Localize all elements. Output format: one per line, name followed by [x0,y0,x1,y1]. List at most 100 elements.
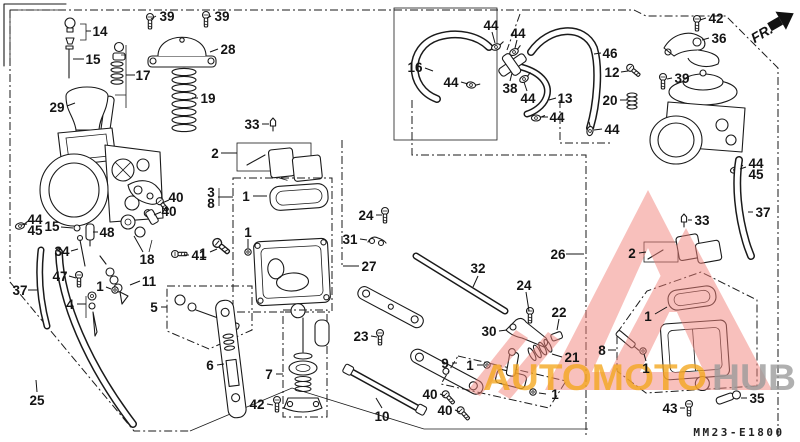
screw-12 [624,62,643,79]
part-callout-9: 9 [441,356,449,371]
diagram-border [3,3,779,437]
part-callout-21: 21 [564,350,580,365]
leader-line-44 [514,39,518,49]
clamp-44-c [465,80,481,90]
vacuum-piston-29 [65,86,109,153]
part-callout-40: 40 [161,204,176,219]
watermark-stripe-b [498,332,560,399]
part-callout-1: 1 [244,225,252,240]
leader-line-1 [654,306,668,315]
leader-line-1 [643,353,647,362]
leader-line-34 [70,248,79,252]
clamp-44-e [530,114,546,122]
part-callout-1: 1 [199,246,207,261]
part-callout-16: 16 [407,60,423,75]
part-callout-37: 37 [755,205,770,220]
valve-parts-18 [120,209,159,253]
screw-23 [375,328,385,346]
part-callout-15: 15 [44,219,60,234]
part-callout-34: 34 [54,244,70,259]
hose-16-box [393,7,498,141]
part-callout-24: 24 [358,208,374,223]
border-right [633,9,779,437]
top-right-group [649,14,755,260]
leader-line-39 [150,15,157,20]
tube-48 [85,223,95,247]
part-callout-48: 48 [99,225,115,240]
part-callout-30: 30 [481,324,496,339]
watermark-triangle-large [545,190,751,390]
part-callout-28: 28 [220,42,236,57]
part-callout-41: 41 [191,248,207,263]
needle-set-14 [64,17,87,45]
part-callout-38: 38 [502,81,518,96]
air-vent-hose-16 [410,30,493,103]
drain-tube-37-right [733,156,755,260]
leader-line-31 [359,238,368,241]
part-callout-44: 44 [510,26,526,41]
leader-line-18 [133,235,144,253]
part-callout-27: 27 [361,259,376,274]
connecting-rod-32 [412,252,509,315]
part-callout-39: 39 [214,9,229,24]
diaphragm-cover-28 [147,36,217,68]
part-callout-44: 44 [520,91,536,106]
screw-39-right [201,10,211,28]
watermark-logo [468,190,772,399]
part-callout-44: 44 [748,156,764,171]
fr-arrow-head [775,11,794,30]
leader-line-36 [701,37,710,41]
hose-group-top [393,7,643,141]
part-callout-15: 15 [85,52,101,67]
part-callout-46: 46 [602,46,618,61]
pin-2-left [246,154,266,166]
part-callout-11: 11 [142,274,157,289]
washer-1-left [111,286,119,294]
screw-24-top [380,206,390,224]
part-callout-39: 39 [674,71,689,86]
jet-33-right [680,213,688,228]
part-callout-10: 10 [374,409,389,424]
screw-40-d [455,404,472,423]
leader-line-21 [551,353,563,358]
part-callout-33: 33 [244,117,260,132]
leader-line-32 [472,275,479,288]
leader-line-11 [129,280,141,286]
part-callout-36: 36 [711,31,727,46]
screw-47 [74,270,84,288]
part-callout-20: 20 [602,93,617,108]
part-callout-44: 44 [483,18,499,33]
part-callout-40: 40 [437,403,452,418]
part-callout-12: 12 [604,65,619,80]
leader-line-28 [209,48,219,53]
part-callout-39: 39 [159,9,174,24]
clamp-31 [367,236,387,247]
drain-hose-25 [55,248,137,428]
air-cut-valve-2-left [267,147,323,182]
part-callout-13: 13 [557,91,573,106]
screw-24-center [525,306,535,324]
watermark-text-secondary: HUB [712,357,796,398]
part-callout-22: 22 [551,305,566,320]
oring-1-a [244,248,252,256]
gasket-1-left [269,183,329,211]
part-callout-3: 3 [207,185,215,200]
part-callout-45: 45 [748,167,764,182]
fuel-pipe-10 [342,363,428,416]
screw-42-top [692,14,702,32]
pilot-screw-1 [210,236,233,257]
carburetor-body-left [39,127,164,227]
leader-line-44 [739,166,747,170]
leader-line-1 [209,248,218,253]
compression-spring-19 [171,67,197,133]
part-callout-1: 1 [96,279,104,294]
part-callout-1: 1 [642,361,650,376]
part-callout-44: 44 [27,212,43,227]
drain-tube-37-left [36,246,51,330]
part-callout-42: 42 [708,11,723,26]
screw-39-far-right [658,72,668,90]
part-callout-1: 1 [466,358,474,373]
leader-line-44 [593,128,603,131]
part-callout-44: 44 [604,122,620,137]
corner-mark-inner [9,9,66,66]
